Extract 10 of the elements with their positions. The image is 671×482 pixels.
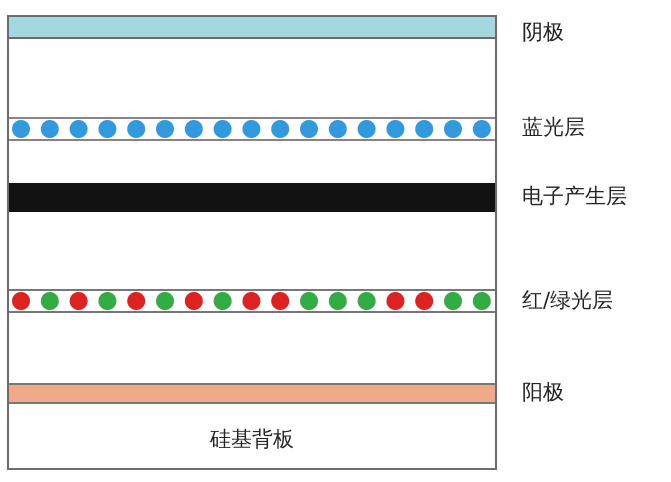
layer-name: 蓝光层 xyxy=(522,114,585,141)
layer-name: 阴极 xyxy=(522,19,564,46)
layer-name: 红/绿光层 xyxy=(522,287,614,314)
layer-name: 阳极 xyxy=(522,379,564,406)
device-stack-panel xyxy=(7,15,497,470)
layer-name: 电子产生层 xyxy=(522,183,627,210)
backplane-label: 硅基背板 xyxy=(209,426,295,453)
layer-band xyxy=(9,383,495,404)
layer-band xyxy=(9,183,495,212)
layer-band xyxy=(9,17,495,39)
